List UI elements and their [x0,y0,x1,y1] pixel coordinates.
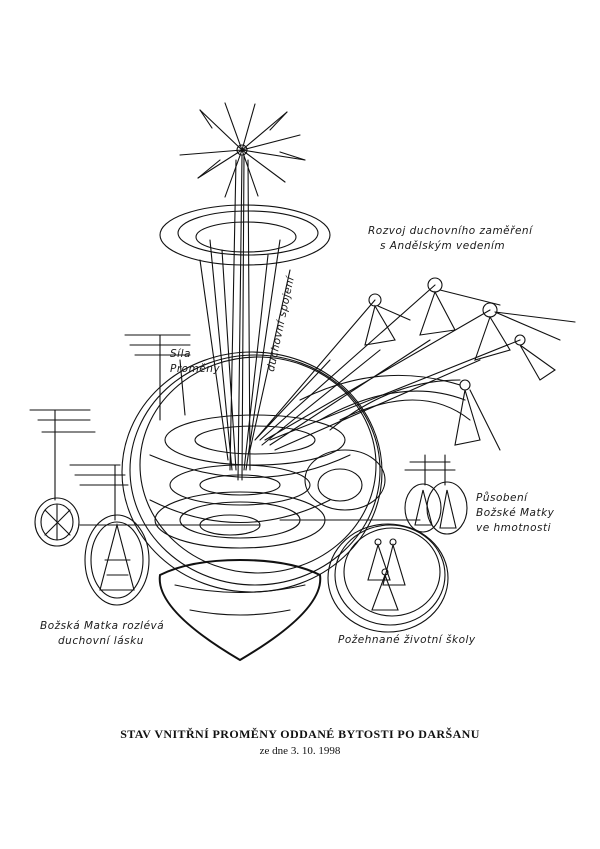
left-orbs [34,497,261,606]
blessed-schools-orb [327,523,449,633]
bottom-bulb [158,558,322,662]
rays-to-angels [254,284,521,451]
annotation-blessed-schools: Požehnané životní školy [338,634,476,646]
annotation-action-line1: Působení [476,492,528,504]
annotation-divine-mother-line1: Božská Matka rozlévá [40,620,165,632]
annotation-force-line2: Proměny [170,363,221,375]
caption-date: ze dne 3. 10. 1998 [259,745,341,757]
annotation-development: Rozvoj duchovního zaměření s Andělským v… [368,224,532,254]
annotation-action-line3: ve hmotnosti [476,522,552,534]
annotation-force-line1: Síla [170,348,191,360]
angel-figures [364,277,576,451]
annotation-development-line2: s Andělským vedením [380,240,506,252]
top-star [179,102,306,198]
spiritual-sketch-drawing [29,102,576,662]
annotation-action-line2: Božské Matky [476,507,555,519]
annotation-divine-mother: Božská Matka rozlévá duchovní lásku [40,619,164,649]
caption-title: STAV VNITŘNÍ PROMĚNY ODDANÉ BYTOSTI PO D… [120,727,480,741]
annotation-development-line1: Rozvoj duchovního zaměření [368,225,533,237]
side-circle [304,449,386,511]
left-antennas [29,334,191,521]
annotation-action: Působení Božské Matky ve hmotnosti [476,491,554,536]
right-orbs [279,454,468,535]
annotation-divine-mother-line2: duchovní lásku [58,635,144,647]
annotation-force: Síla Proměny [170,347,220,377]
main-circle [121,351,383,593]
upper-ellipses [159,204,331,266]
